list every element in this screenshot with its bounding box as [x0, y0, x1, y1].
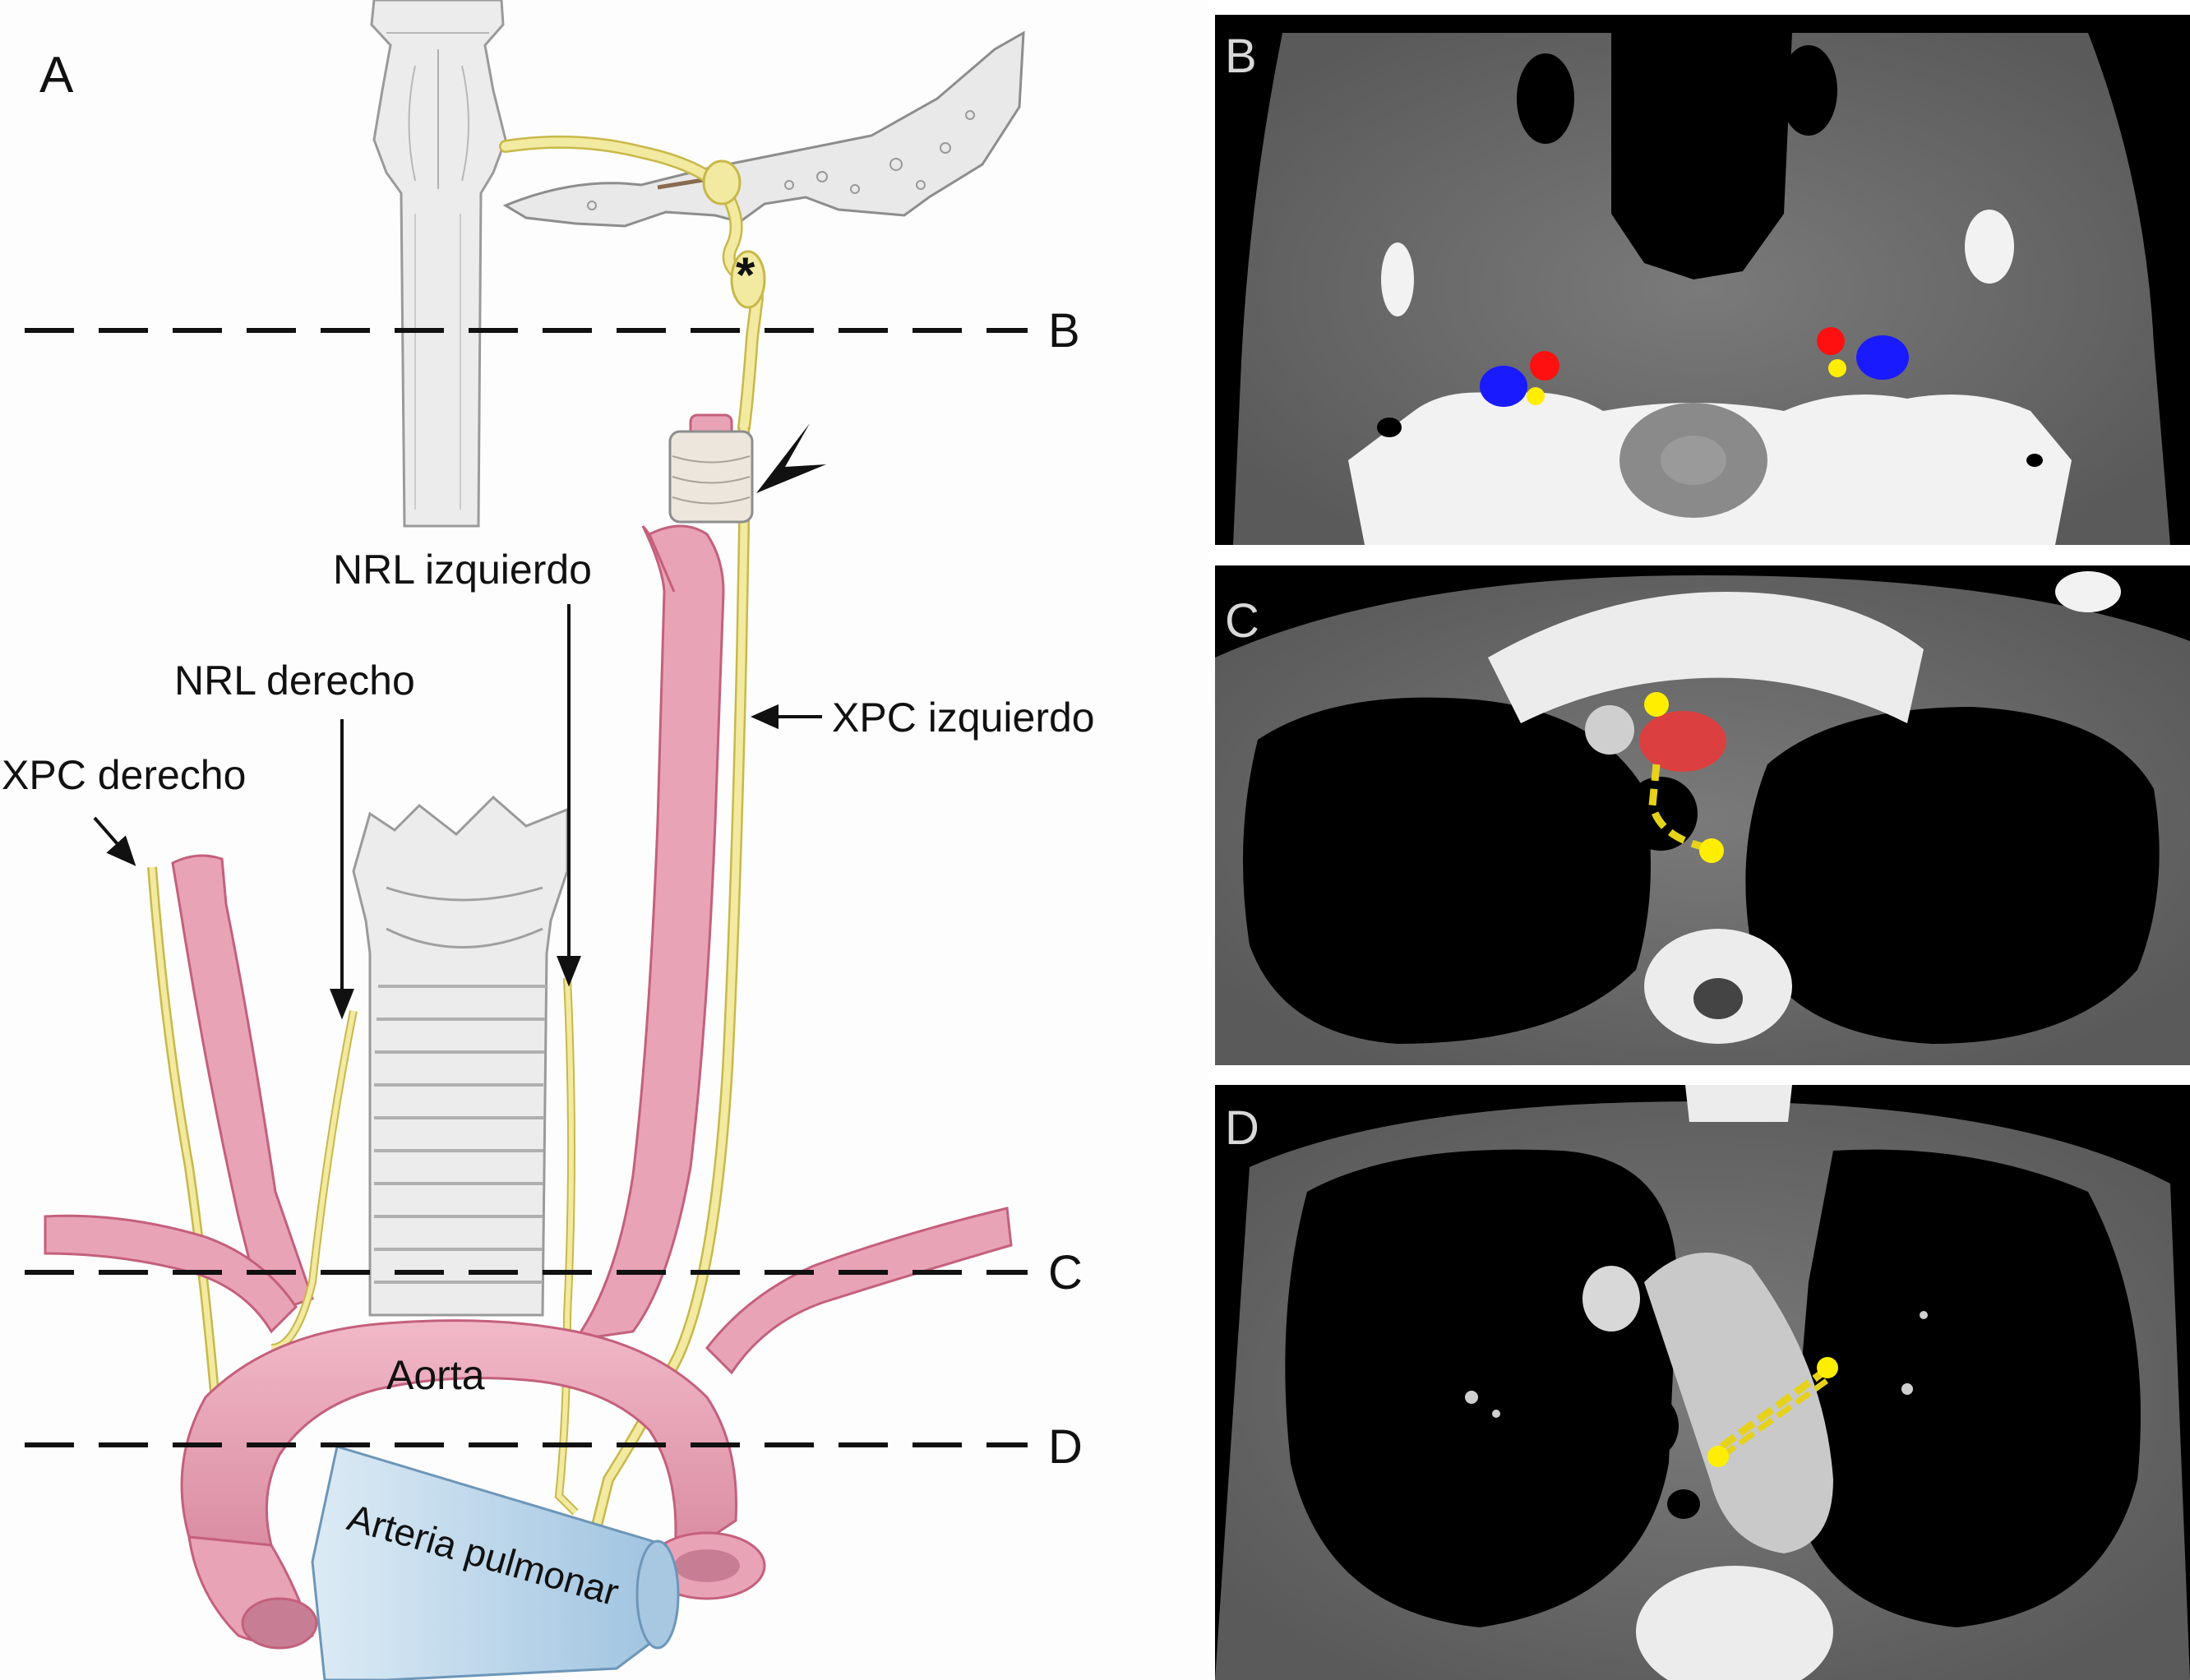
subclavian-arteries [44, 1207, 1013, 1375]
right-jugular-vein-marker [1480, 366, 1527, 407]
xpc-izquierdo-label: XPC izquierdo [832, 695, 1095, 741]
right-rln-path-marker [1648, 764, 1711, 852]
panel-a-drawing: A * B C D NRL izquierdo NRL derecho XPC … [2, 0, 1095, 1680]
pulmonary-artery [311, 1445, 680, 1680]
aortopulmonary-nerve-point [1817, 1357, 1838, 1378]
arrowhead-marker [756, 423, 826, 493]
pointer-arrows [93, 604, 822, 1020]
left-jugular-vein-marker [1856, 335, 1909, 380]
nrl-izquierdo-label: NRL izquierdo [333, 547, 592, 593]
brachiocephalic-artery-marker [1639, 711, 1726, 772]
right-carotid-artery [171, 854, 314, 1317]
left-rln-nerve-point [1707, 1446, 1729, 1467]
left-vagus-marker [1828, 359, 1846, 377]
panel-letter-d: D [1225, 1101, 1259, 1155]
asterisk-label: * [736, 247, 755, 302]
cut-lines [25, 328, 1028, 1447]
panel-letter-c: C [1225, 594, 1259, 648]
panel-letter-a: A [39, 47, 74, 104]
right-vagus-marker [1527, 387, 1545, 405]
right-carotid-marker [1530, 351, 1559, 381]
larynx-trachea [352, 795, 569, 1317]
left-rln-course-marker [1719, 1368, 1827, 1450]
cut-label-c: C [1048, 1246, 1083, 1299]
panel-letter-b: B [1225, 30, 1257, 83]
nerve-point-upper [1644, 692, 1669, 717]
left-carotid-marker [1817, 327, 1845, 355]
xpc-derecho-label: XPC derecho [2, 752, 246, 798]
panel-b-ct: B [1215, 15, 2190, 545]
panel-c-ct: C [1215, 565, 2190, 1065]
nerve-point-lower [1699, 838, 1724, 863]
aortic-arch [180, 1319, 766, 1650]
brainstem [370, 0, 507, 528]
cut-label-d: D [1048, 1420, 1083, 1474]
cut-label-b: B [1048, 304, 1080, 358]
panel-d-ct: D [1215, 1085, 2190, 1680]
carotid-sheath [668, 430, 754, 524]
nrl-derecho-label: NRL derecho [174, 658, 415, 704]
aorta-label: Aorta [386, 1352, 485, 1398]
